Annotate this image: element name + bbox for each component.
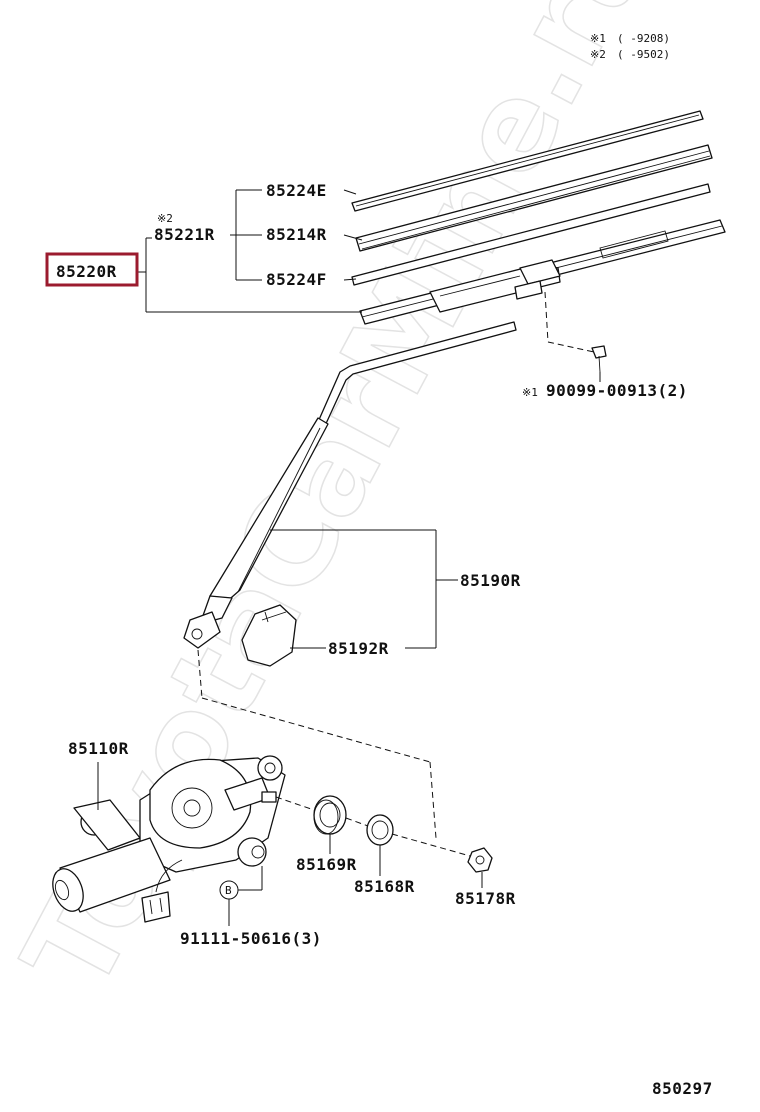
wiper-arm[interactable] <box>183 321 517 649</box>
label-85214R[interactable]: 85214R <box>266 225 327 244</box>
grommet-seal[interactable] <box>366 814 394 846</box>
retaining-nut[interactable] <box>467 847 493 873</box>
wiper-blade-assembly[interactable] <box>359 219 726 325</box>
wiper-blade-strip-lower[interactable] <box>351 183 711 286</box>
mark-90099: ※1 <box>522 386 538 399</box>
wiper-blade-rubber[interactable] <box>355 144 713 252</box>
grommet-outer[interactable] <box>313 795 347 835</box>
label-85224E[interactable]: 85224E <box>266 181 327 200</box>
label-85220R[interactable]: 85220R <box>56 262 117 281</box>
label-90099-00913[interactable]: 90099-00913(2) <box>546 381 688 400</box>
blade-screw[interactable] <box>591 345 607 373</box>
wiper-arm-cap[interactable] <box>241 604 297 667</box>
note-2-mark: ※2 <box>590 48 606 61</box>
label-91111-50616[interactable]: 91111-50616(3) <box>180 929 322 948</box>
highlight-box <box>45 252 139 287</box>
label-85169R[interactable]: 85169R <box>296 855 357 874</box>
note-1-mark: ※1 <box>590 32 606 45</box>
label-85224F[interactable]: 85224F <box>266 270 327 289</box>
label-85190R[interactable]: 85190R <box>460 571 521 590</box>
diagram-number: 850297 <box>652 1079 713 1098</box>
label-85192R[interactable]: 85192R <box>328 639 389 658</box>
label-85168R[interactable]: 85168R <box>354 877 415 896</box>
leader-lines <box>97 189 601 926</box>
note-1-range: ( -9208) <box>617 32 670 45</box>
label-85178R[interactable]: 85178R <box>455 889 516 908</box>
bolt-ref-letter: B <box>225 884 232 897</box>
label-85221R[interactable]: 85221R <box>154 225 215 244</box>
label-85110R[interactable]: 85110R <box>68 739 129 758</box>
dashed-guides <box>197 291 595 857</box>
mark-85221R: ※2 <box>157 212 173 225</box>
note-2-range: ( -9502) <box>617 48 670 61</box>
wiper-blade-strip-upper[interactable] <box>351 110 704 212</box>
wiper-motor[interactable] <box>47 755 286 923</box>
bolt-ref: B <box>219 880 239 900</box>
